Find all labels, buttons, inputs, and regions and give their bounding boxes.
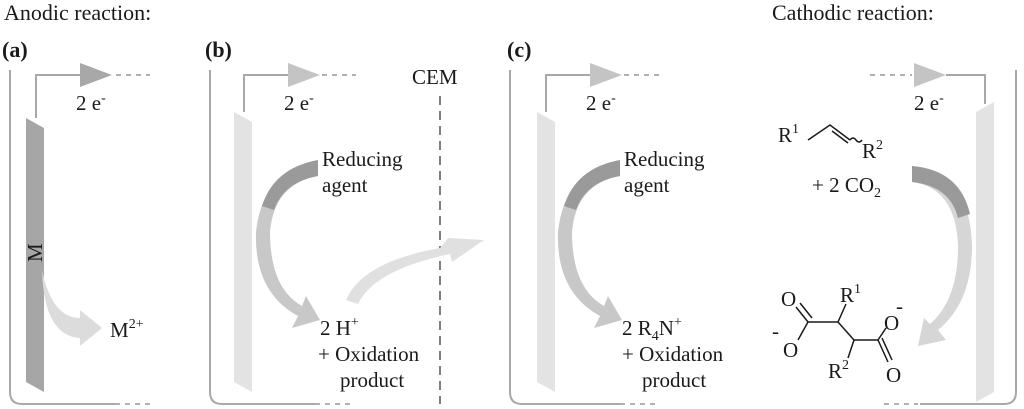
cell-b-frame [209, 70, 315, 405]
dissolution-arrow [42, 270, 102, 346]
proton-transfer-arrow [346, 238, 484, 304]
electron-label-b: 2 e- [284, 91, 314, 115]
co2-reagent: + 2 CO2 [812, 173, 881, 201]
electron-label-c: 2 e- [586, 91, 616, 115]
product-charge-right: - [896, 294, 903, 318]
reducing-agent-b-line2: agent [322, 173, 368, 197]
product-m2plus: M2+ [110, 317, 144, 342]
wire-b [243, 74, 288, 112]
panel-a-label: (a) [2, 37, 28, 62]
electron-arrow-a [80, 63, 112, 87]
electron-label-cathode: 2 e- [914, 91, 944, 115]
cell-a-frame [9, 70, 115, 405]
membrane-label-cem: CEM [412, 65, 458, 89]
product-c-line3: product [642, 368, 706, 392]
inert-electrode-c [537, 112, 555, 392]
electron-arrow-c [590, 63, 622, 87]
panel-c: (c) 2 e- Reducing agent 2 R4N+ + Oxidati… [507, 37, 724, 405]
product-r1-bond [837, 303, 847, 323]
product-b-line1: 2 H+ [320, 315, 359, 340]
product-b-line2: + Oxidation [318, 342, 420, 366]
alkene-wavy-bond [849, 137, 863, 143]
product-oxygen-top-left: O [781, 287, 796, 311]
product-left-double [799, 302, 813, 319]
reducing-agent-c-line1: Reducing [624, 147, 705, 171]
inert-electrode-b [234, 112, 252, 392]
panel-b-label: (b) [205, 37, 232, 62]
cell-c-frame [509, 70, 620, 405]
product-oxygen-bottom-right: O [886, 363, 901, 387]
product-right-double-a [877, 339, 889, 363]
cathode-cell: 2 e- R1 R2 + 2 CO2 O O - O - O R1 R2 [772, 63, 1017, 405]
product-oxygen-bottom-left: O [783, 338, 798, 362]
product-oxygen-top-right: O [884, 311, 899, 335]
reduction-arrow [912, 166, 972, 346]
product-b-line3: product [340, 368, 404, 392]
electron-label-a: 2 e- [76, 91, 106, 115]
product-r2-bond [847, 339, 855, 359]
product-backbone [808, 321, 887, 341]
product-r2: R2 [828, 358, 849, 383]
panel-b: (b) 2 e- CEM Reducing agent 2 H+ + Oxida… [205, 37, 484, 405]
panel-a: (a) M 2 e- M2+ [2, 37, 150, 405]
product-charge-left: - [772, 319, 779, 343]
wire-c [545, 74, 590, 112]
reducing-agent-arrow-b-head [262, 160, 318, 210]
cathode-cell-frame [920, 70, 1017, 405]
electrode-label-m: M [23, 243, 47, 262]
reducing-agent-c-line2: agent [624, 173, 670, 197]
alkene-double-bond [831, 130, 849, 144]
electron-arrow-cathode [914, 63, 946, 87]
wire-a [35, 74, 80, 118]
cathode-electrode [976, 102, 994, 402]
reduction-arrow-top [912, 166, 970, 218]
product-right-double-b [881, 337, 893, 361]
electron-arrow-b [288, 63, 320, 87]
metal-electrode [26, 118, 44, 392]
panel-c-label: (c) [507, 37, 531, 62]
reducing-agent-arrow-c-head [564, 160, 620, 210]
cathodic-reaction-header: Cathodic reaction: [772, 0, 934, 25]
alkene-bonds [807, 124, 851, 141]
reducing-agent-b-line1: Reducing [322, 147, 403, 171]
dicarboxylate-product: O O - O - O R1 R2 [772, 282, 903, 387]
product-c-line1: 2 R4N+ [622, 315, 682, 344]
product-c-line2: + Oxidation [622, 342, 724, 366]
alkene-r1: R1 [778, 122, 799, 147]
anodic-reaction-header: Anodic reaction: [4, 0, 151, 25]
product-r1: R1 [840, 282, 861, 307]
cathode-wire [946, 74, 986, 104]
alkene-r2: R2 [862, 138, 883, 163]
